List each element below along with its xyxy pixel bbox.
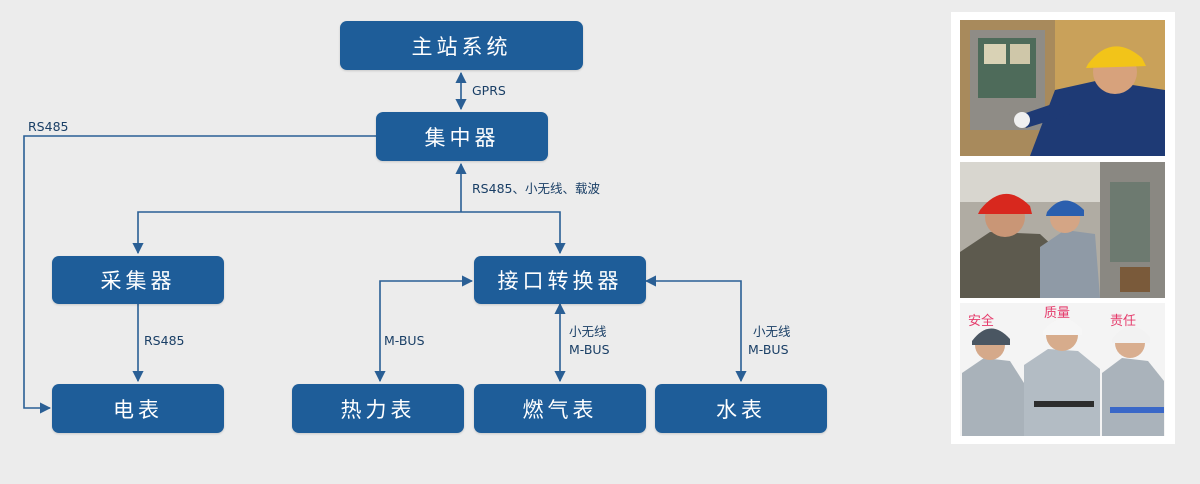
gas-meter-node: 燃气表	[474, 384, 646, 433]
rs485-bypass-label: RS485	[28, 119, 69, 134]
rs485-bypass-link	[23, 135, 376, 414]
water-link	[644, 275, 747, 383]
water-meter-node: 水表	[655, 384, 827, 433]
quality-sign: 质量	[1044, 306, 1070, 321]
safety-sign: 安全	[968, 313, 994, 329]
concentrator-node: 集中器	[376, 112, 548, 161]
heat-mbus-link	[374, 275, 474, 383]
worker-yellow-helmet-meter-photo	[960, 20, 1165, 156]
water-protocol-label-1: 小无线	[753, 324, 791, 339]
photo-panel: 安全 质量 责任	[951, 12, 1175, 444]
interface-converter-node: 接口转换器	[474, 256, 646, 304]
gas-protocol-label-1: 小无线	[569, 324, 607, 339]
heat-mbus-label: M-BUS	[384, 333, 425, 348]
gas-protocol-label-2: M-BUS	[569, 342, 610, 357]
trunk-to-collector	[132, 211, 461, 255]
responsibility-sign: 责任	[1110, 314, 1136, 329]
master-station-node: 主站系统	[340, 21, 583, 70]
gprs-label: GPRS	[472, 83, 506, 98]
collector-down-label: RS485	[144, 333, 185, 348]
water-protocol-label-2: M-BUS	[748, 342, 789, 357]
trunk-to-converter	[461, 211, 566, 255]
connector-lines	[23, 71, 747, 414]
workers-red-blue-helmet-meter-photo	[960, 162, 1165, 298]
electric-meter-node: 电表	[52, 384, 224, 433]
three-workers-safety-quality-responsibility-photo: 安全 质量 责任	[960, 303, 1165, 436]
concentrator-down-label: RS485、小无线、载波	[472, 181, 600, 196]
collector-node: 采集器	[52, 256, 224, 304]
heat-meter-node: 热力表	[292, 384, 464, 433]
